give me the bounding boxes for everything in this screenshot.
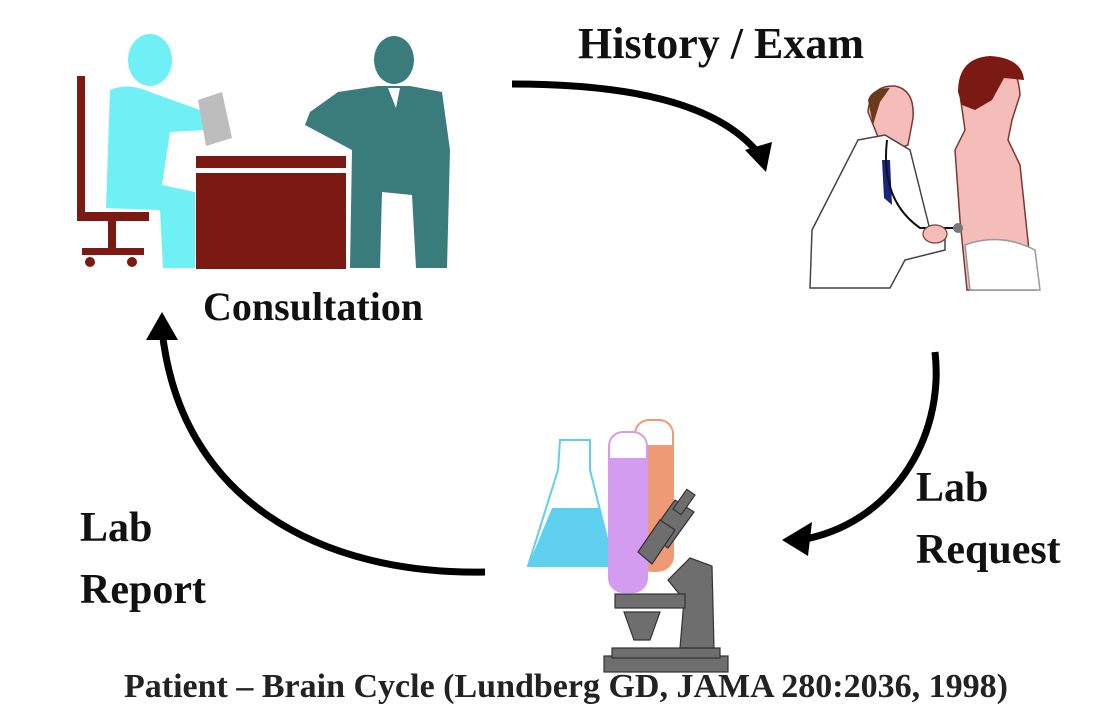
arrow-consultation-to-exam (511, 80, 765, 161)
lab-report-label: Lab Report (80, 497, 206, 621)
lab-report-line-2: Report (80, 567, 206, 613)
consultation-label: Consultation (203, 284, 424, 329)
citation-footer: Patient – Brain Cycle (Lundberg GD, JAMA… (124, 668, 1008, 705)
lab-report-line-1: Lab (80, 505, 153, 551)
doctor-exam-icon (809, 56, 1041, 291)
lab-request-label: Lab Request (916, 457, 1061, 581)
arrow-exam-to-lab (799, 351, 940, 544)
arrow-lab-to-consultation (158, 329, 486, 576)
lab-microscope-icon (526, 419, 729, 673)
arrowhead-lab (782, 522, 812, 556)
arrowhead-consultation (146, 312, 178, 340)
history-exam-label: History / Exam (578, 19, 864, 68)
consultation-icon (77, 34, 450, 269)
cycle-arrows (146, 80, 940, 576)
arrowhead-exam (745, 142, 772, 172)
lab-request-line-1: Lab (916, 465, 989, 511)
lab-request-line-2: Request (916, 527, 1061, 573)
